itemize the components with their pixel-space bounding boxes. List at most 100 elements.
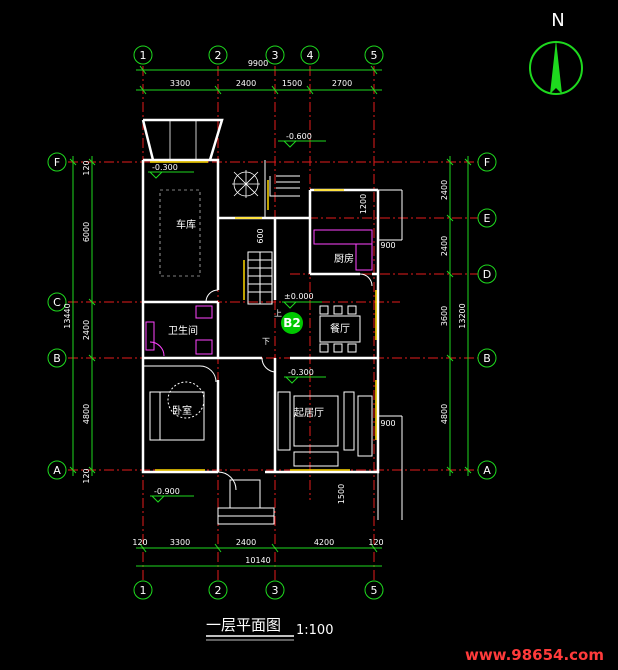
dim-bottom-seg-4: 4200 [314,538,334,547]
title-block: 一层平面图 1:100 [206,616,333,641]
sofa-left [277,391,291,451]
axis-label-right-F: F [484,156,490,169]
dim-bottom-seg-1: 120 [132,538,147,547]
north-label: N [551,10,564,31]
sofa-right [343,391,355,451]
room-labels: 车库 厨房 卫生间 餐厅 卧室 起居厅 [168,218,354,419]
north-arrow: N [529,10,583,95]
dimension-ticks [69,65,472,553]
dim-top-seg-3: 1500 [282,79,302,88]
stair-up-label: 上 [274,309,282,318]
room-garage: 车库 [176,218,196,231]
stair [247,175,300,305]
dim-left-seg-5: 120 [82,468,91,483]
windows [150,161,377,471]
dim-top-seg-1: 3300 [170,79,190,88]
axis-bubbles-bottom: 1 2 3 5 [133,580,384,600]
axis-label-right-B: B [483,352,491,365]
axis-label-left-C: C [53,296,61,309]
room-bedroom: 卧室 [172,404,192,417]
garage-car [159,189,201,277]
dim-top-seg-4: 2700 [332,79,352,88]
axis-bubbles-right: F E D B A [477,152,497,480]
dimension-lines [72,69,469,567]
bed [149,391,205,441]
drawing-title: 一层平面图 [206,616,281,634]
dim-top-seg-2: 2400 [236,79,256,88]
north-arrow-icon [550,40,562,94]
drawing-scale: 1:100 [296,623,333,638]
axis-label-top-1: 1 [140,49,147,62]
dim-misc-900-upper: 900 [380,241,395,250]
dim-right-seg-2: 2400 [440,236,449,256]
dim-left-seg-2: 6000 [82,222,91,242]
level-garage: -0.300 [152,163,178,172]
axis-label-right-D: D [483,268,491,281]
kitchen-counter [313,229,373,245]
dim-bottom-seg-2: 3300 [170,538,190,547]
dim-left-seg-4: 4800 [82,404,91,424]
rug [167,381,205,419]
axis-label-top-4: 4 [307,49,314,62]
axis-label-top-5: 5 [371,49,378,62]
bath-toilet [195,339,213,355]
dimension-texts: 9900 3300 2400 1500 2700 120 3300 2400 4… [63,59,467,565]
level-markers: -0.600 -0.300 ±0.000 -0.300 -0.900 [148,132,326,503]
door-swings [149,273,373,491]
dim-left-seg-3: 2400 [82,320,91,340]
axis-label-bottom-3: 3 [272,584,279,597]
watermark-text: www.98654.com [465,646,604,664]
axis-label-right-A: A [483,464,491,477]
dim-bottom-seg-5: 120 [368,538,383,547]
type-tag: B2 [281,312,303,334]
axis-label-left-B: B [53,352,61,365]
axis-label-top-2: 2 [215,49,222,62]
stair-down-label: 下 [262,337,270,346]
dim-right-seg-1: 2400 [440,180,449,200]
dim-right-seg-3: 3600 [440,306,449,326]
coffee-table [293,395,339,447]
furniture-white [149,189,373,467]
axis-bubbles-top: 1 2 3 4 5 [133,45,384,65]
plant-decoration [232,170,260,198]
dim-bottom-total: 10140 [245,556,270,565]
entrance-steps [217,479,275,525]
type-tag-circle [281,312,303,334]
dim-top-total: 9900 [248,59,268,68]
axis-label-left-F: F [54,156,60,169]
room-kitchen: 厨房 [334,252,354,265]
dining-table [319,315,361,343]
dim-left-total: 13440 [63,303,72,328]
bath-shower [145,321,155,351]
level-top-entry: -0.600 [286,132,312,141]
level-hall: ±0.000 [284,292,314,301]
room-living: 起居厅 [294,407,324,419]
kitchen-sink [355,243,373,271]
axis-label-bottom-5: 5 [371,584,378,597]
axis-bubbles-left: F C B A [47,152,67,480]
sofa-bottom [293,451,339,467]
level-living: -0.300 [288,368,314,377]
axis-label-right-E: E [484,212,491,225]
dim-misc-900-lower: 900 [380,419,395,428]
axis-label-left-A: A [53,464,61,477]
bath-sink [195,305,213,319]
dim-misc-1200: 1200 [359,194,368,214]
dim-bottom-seg-3: 2400 [236,538,256,547]
axis-label-top-3: 3 [272,49,279,62]
dim-right-total: 13200 [458,303,467,328]
walls [141,118,403,520]
axis-label-bottom-2: 2 [215,584,222,597]
dim-right-seg-4: 4800 [440,404,449,424]
level-outside: -0.900 [154,487,180,496]
axis-grid-lines [68,66,478,580]
type-tag-label: B2 [283,316,301,330]
dim-misc-1500: 1500 [337,484,346,504]
dim-left-seg-1: 120 [82,160,91,175]
room-bathroom: 卫生间 [168,324,198,337]
tv-cabinet [357,395,373,457]
room-dining: 餐厅 [330,322,350,335]
axis-label-bottom-1: 1 [140,584,147,597]
dim-misc-600: 600 [256,228,265,243]
